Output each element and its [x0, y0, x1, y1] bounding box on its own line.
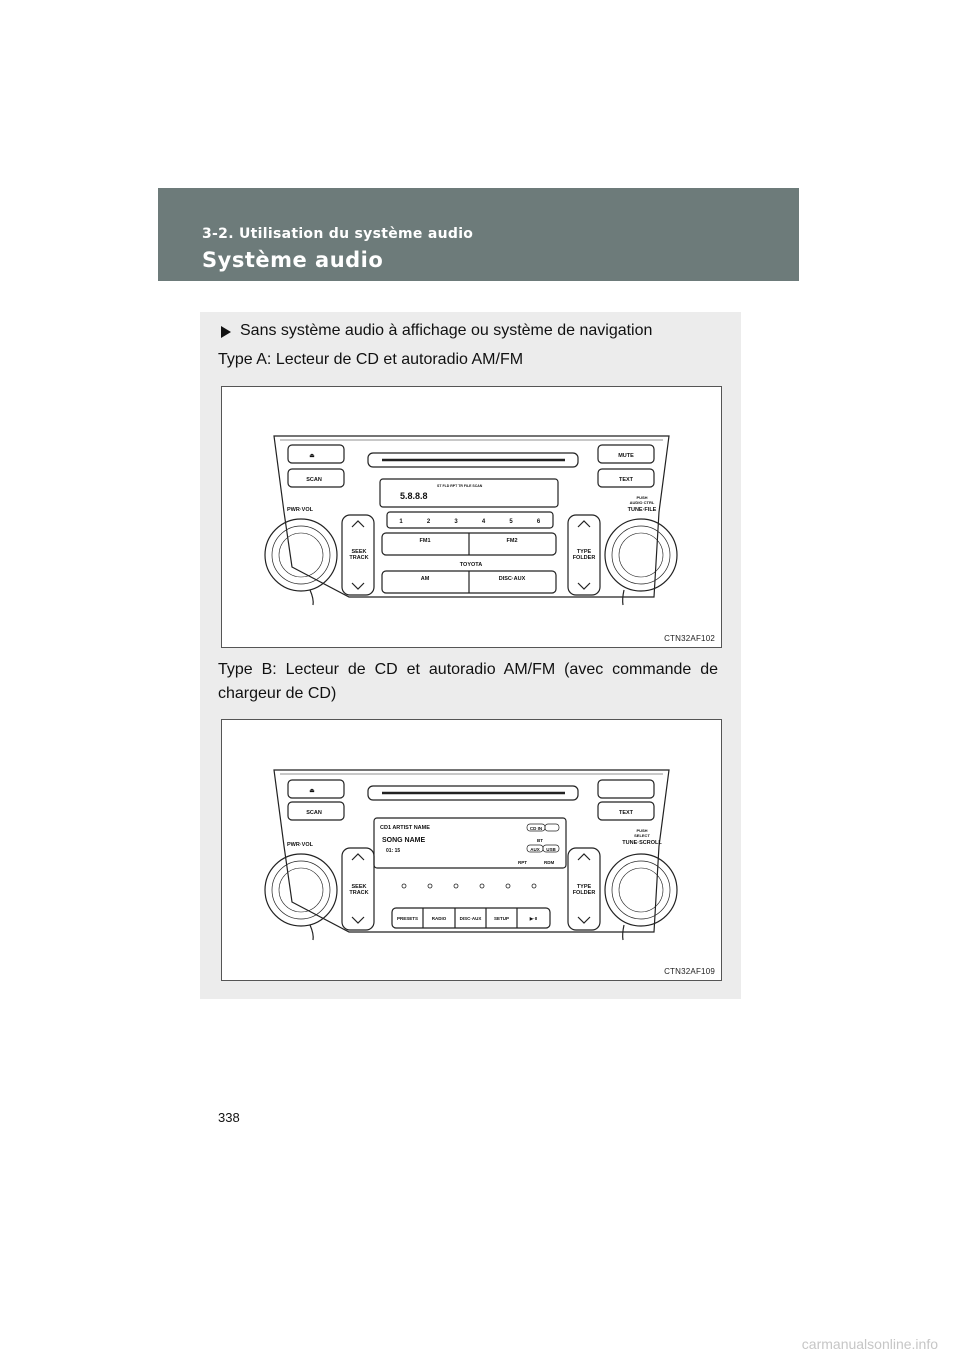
seek-label: SEEK — [352, 549, 367, 555]
mute-button[interactable]: MUTE — [618, 453, 634, 459]
fm2-button[interactable]: FM2 — [507, 538, 518, 544]
type-label-b: TYPE — [577, 884, 592, 890]
bt-indicator: BT — [537, 838, 543, 843]
watermark: carmanualsonline.info — [801, 1336, 938, 1352]
bottom-button-3[interactable]: SETUP — [494, 916, 509, 921]
preset-button-5[interactable]: 5 — [509, 519, 513, 525]
push-label-b: PUSH — [636, 828, 647, 833]
audio-ctrl-label: AUDIO CTRL — [630, 500, 655, 505]
display-artist: CD1 ARTIST NAME — [380, 825, 430, 831]
figure-b-code: CTN32AF109 — [664, 967, 715, 976]
push-label: PUSH — [636, 495, 647, 500]
type-a-caption: Type A: Lecteur de CD et autoradio AM/FM — [218, 351, 524, 368]
text-button[interactable]: TEXT — [619, 477, 634, 483]
figure-type-a: ⏏ SCAN PWR·VOL MUTE TEXT PUSH AUDIO CTRL… — [221, 386, 722, 648]
am-button[interactable]: AM — [421, 576, 430, 582]
radio-a-drawing: ⏏ SCAN PWR·VOL MUTE TEXT PUSH AUDIO CTRL… — [264, 435, 678, 606]
eject-icon-b: ⏏ — [309, 788, 315, 794]
display-song: SONG NAME — [382, 837, 426, 844]
section-subtitle: 3-2. Utilisation du système audio — [202, 226, 474, 242]
preset-button-1[interactable]: 1 — [399, 519, 403, 525]
disc-aux-button[interactable]: DISC·AUX — [499, 576, 526, 582]
cd-in-indicator: CD IN — [530, 826, 542, 831]
preset-button-6[interactable]: 6 — [537, 519, 541, 525]
radio-b-drawing: ⏏ SCAN PWR·VOL TEXT PUSH SELECT TUNE·SCR… — [264, 769, 678, 941]
usb-indicator: USB — [546, 847, 556, 852]
pwr-vol-label-b: PWR·VOL — [287, 842, 314, 848]
figure-a-code: CTN32AF102 — [664, 634, 715, 643]
bottom-button-4[interactable]: ▶·II — [529, 916, 537, 921]
select-label-b: SELECT — [634, 833, 650, 838]
tune-file-label: TUNE·FILE — [628, 507, 657, 513]
track-label-b: TRACK — [349, 890, 368, 896]
display-digits: 5.8.8.8 — [400, 491, 428, 501]
toyota-logo: TOYOTA — [460, 562, 482, 568]
eject-icon: ⏏ — [309, 453, 315, 459]
tune-scroll-label: TUNE·SCROLL — [622, 840, 662, 846]
display-indicators: ST FLD RPT TR FILE SCAN — [437, 484, 483, 488]
rdm-indicator: RDM — [544, 860, 554, 865]
section-title: Système audio — [202, 248, 384, 272]
folder-label: FOLDER — [573, 555, 596, 561]
aux-indicator: AUX — [530, 847, 540, 852]
preset-button-2[interactable]: 2 — [427, 519, 431, 525]
bullet-text: Sans système audio à affichage ou systèm… — [240, 322, 653, 339]
page-number: 338 — [218, 1110, 240, 1125]
figure-type-b: ⏏ SCAN PWR·VOL TEXT PUSH SELECT TUNE·SCR… — [221, 719, 722, 981]
preset-button-4[interactable]: 4 — [482, 519, 486, 525]
preset-button-3[interactable]: 3 — [454, 519, 458, 525]
display-time: 01: 15 — [386, 848, 400, 854]
pwr-vol-label: PWR·VOL — [287, 507, 314, 513]
folder-label-b: FOLDER — [573, 890, 596, 896]
fm1-button[interactable]: FM1 — [420, 538, 431, 544]
section-header: 3-2. Utilisation du système audio Systèm… — [158, 188, 799, 281]
text-button-b[interactable]: TEXT — [619, 810, 634, 816]
scan-button[interactable]: SCAN — [306, 477, 322, 483]
type-b-caption-line1: Type B: Lecteur de CD et autoradio AM/FM… — [218, 661, 718, 678]
bullet-arrow-icon — [221, 326, 231, 338]
track-label: TRACK — [349, 555, 368, 561]
seek-label-b: SEEK — [352, 884, 367, 890]
bottom-button-2[interactable]: DISC·AUX — [460, 916, 482, 921]
bottom-button-1[interactable]: RADIO — [432, 916, 447, 921]
scan-button-b[interactable]: SCAN — [306, 810, 322, 816]
rpt-indicator: RPT — [518, 860, 527, 865]
bottom-button-0[interactable]: PRESETS — [397, 916, 418, 921]
type-b-caption-line2: chargeur de CD) — [218, 685, 337, 702]
type-label: TYPE — [577, 549, 592, 555]
